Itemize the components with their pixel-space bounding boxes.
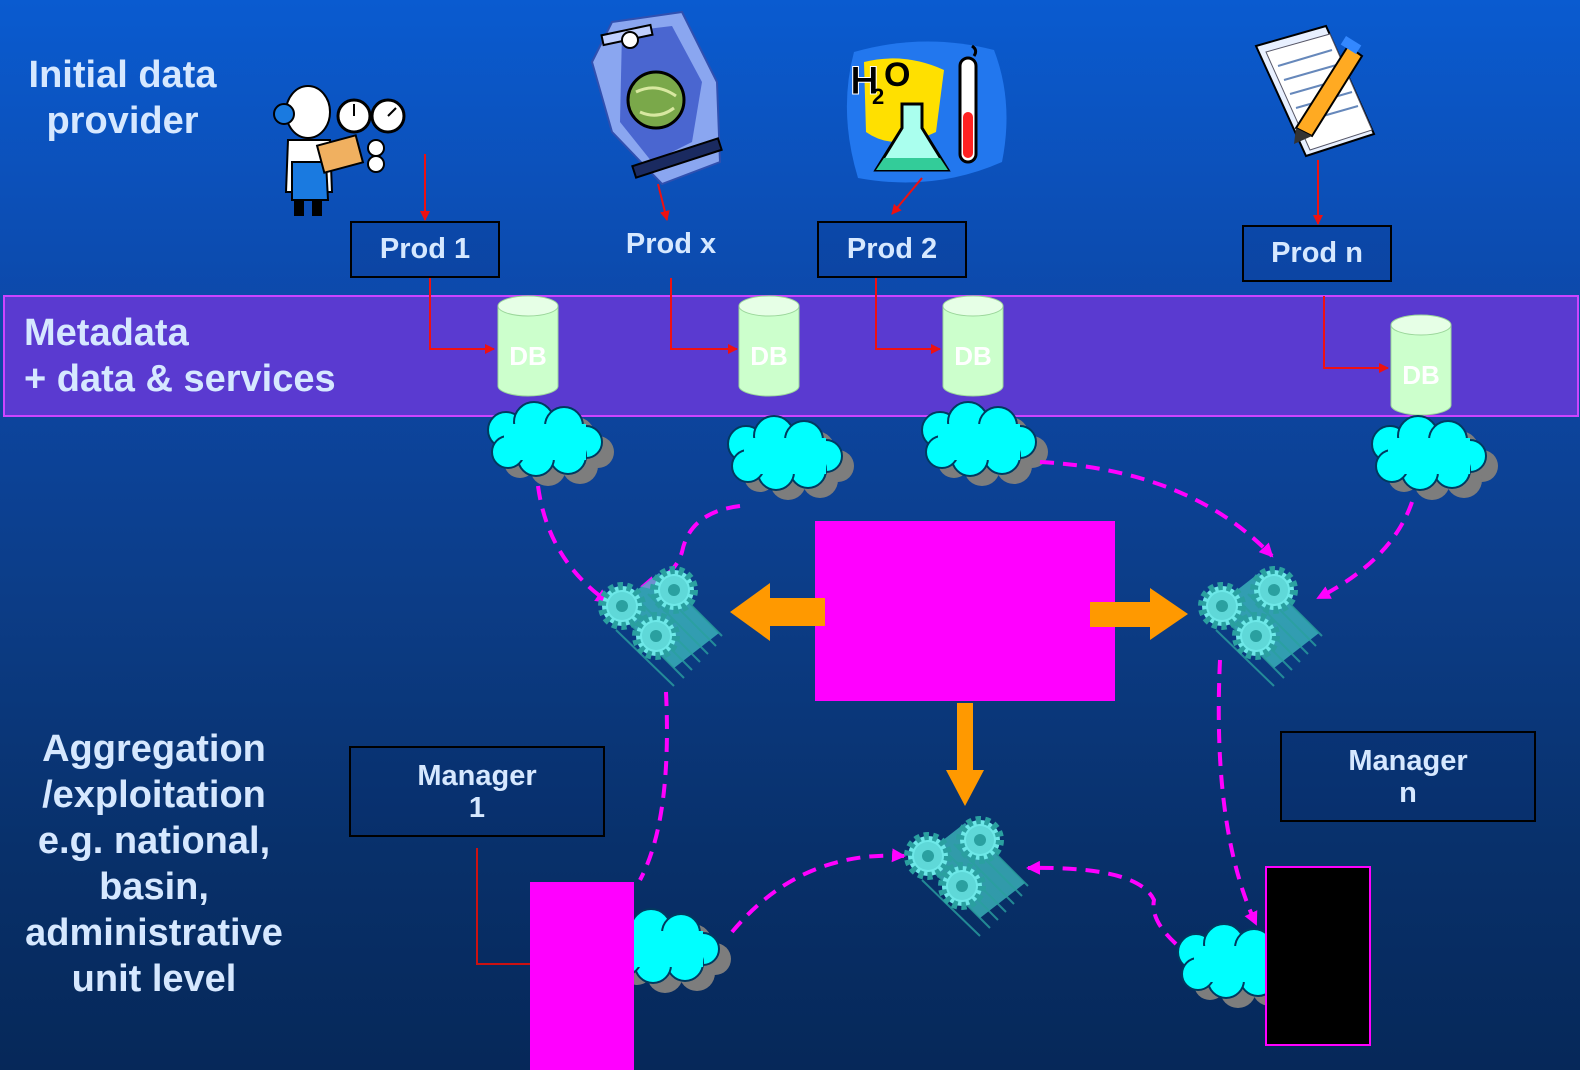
initial-provider-label: Initial data provider [28, 54, 217, 142]
svg-text:H: H [850, 59, 879, 103]
manager-n-box: Manager n [1280, 731, 1536, 822]
engineer-icon [273, 85, 406, 216]
svg-text:O: O [884, 56, 910, 94]
arrow-right [1090, 588, 1188, 640]
magenta-block-bottom [530, 882, 634, 1070]
chemistry-icon: H 2 O [846, 41, 1007, 183]
prod-x-label: Prod x [625, 228, 717, 260]
satellite-icon [590, 10, 723, 186]
arrow-left [730, 583, 825, 641]
central-block [815, 521, 1115, 701]
db-label: DB [954, 341, 992, 371]
gear-cluster-icon [602, 570, 722, 686]
arrow-down [946, 703, 984, 806]
prod-1-box: Prod 1 [350, 221, 500, 278]
aggregation-label: Aggregation /exploitation e.g. national,… [25, 728, 283, 1000]
gear-cluster-icon [908, 820, 1028, 936]
black-block-bottom [1265, 866, 1371, 1046]
notepad-icon [1254, 24, 1376, 158]
cloud-icon [727, 415, 855, 501]
prod-2-box: Prod 2 [817, 221, 967, 278]
prod-n-box: Prod n [1242, 225, 1392, 282]
db-label: DB [1402, 360, 1440, 390]
svg-text:2: 2 [872, 84, 884, 109]
metadata-label: Metadata + data & services [24, 312, 336, 400]
cloud-icon [1371, 415, 1499, 501]
manager-1-box: Manager 1 [349, 746, 605, 837]
db-label: DB [750, 341, 788, 371]
db-label: DB [509, 341, 547, 371]
